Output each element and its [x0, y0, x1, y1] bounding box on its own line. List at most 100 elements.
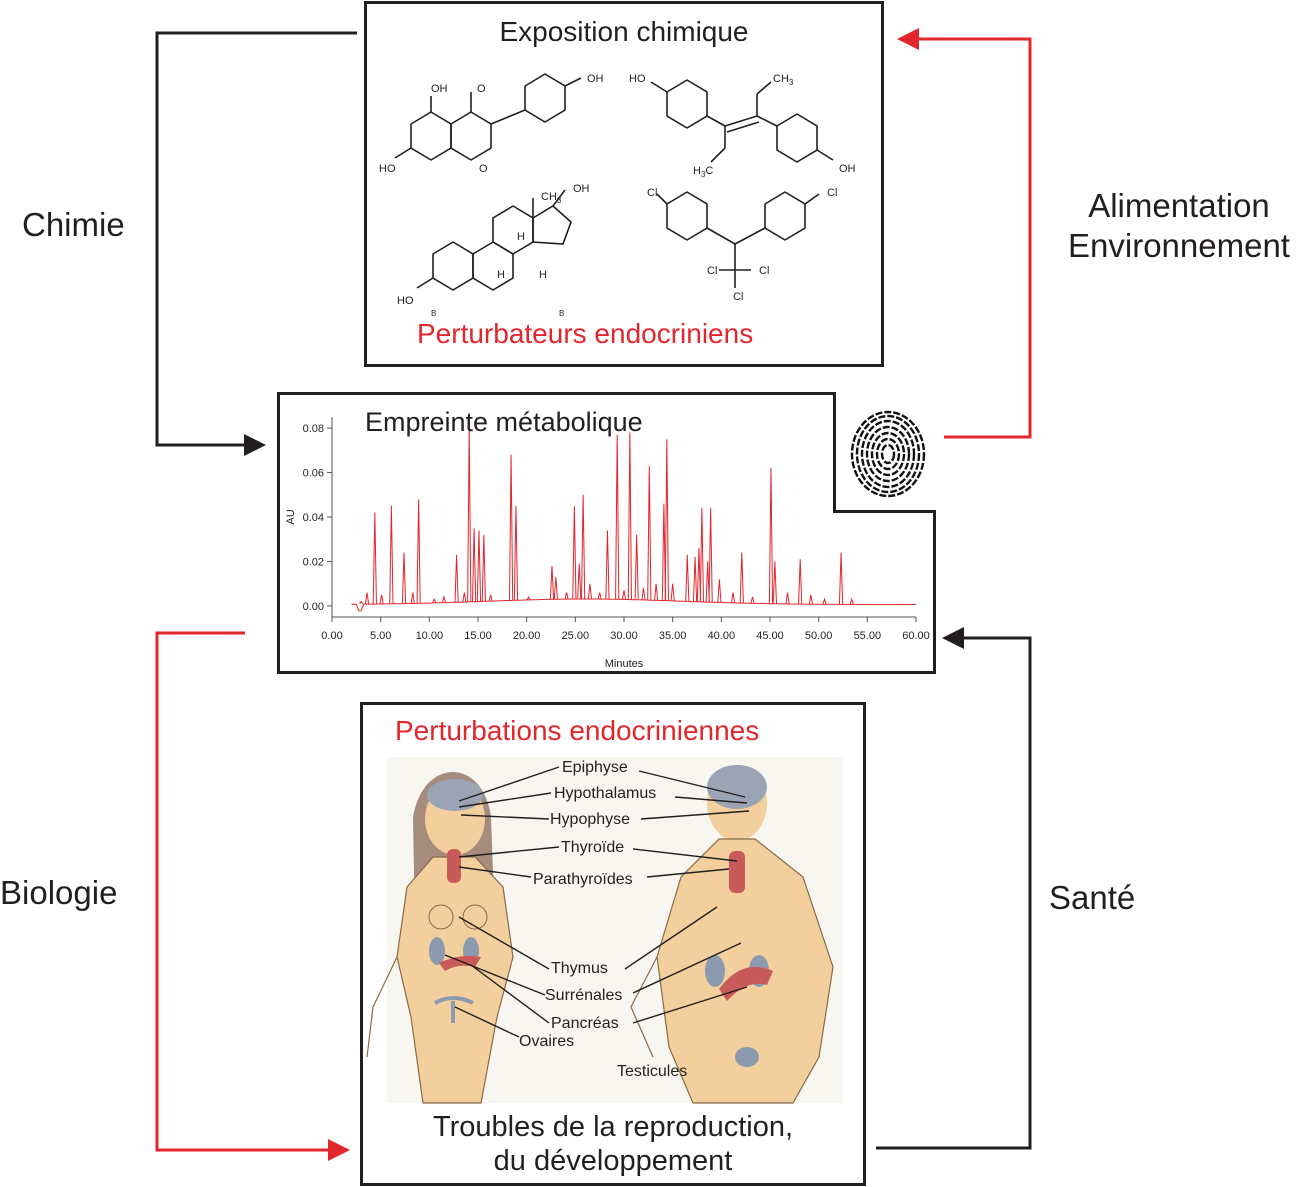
chromatogram-peak [739, 552, 744, 604]
mol4-cl-2: Cl [827, 187, 837, 199]
x-axis-label: Minutes [605, 658, 644, 670]
mol3-b-1: B [431, 309, 436, 318]
chromatogram-peak [696, 548, 702, 602]
organ-label-testicules: Testicules [617, 1063, 687, 1080]
chromatogram-peak [664, 439, 669, 601]
chromatogram-peak [577, 563, 582, 600]
organ-label-pancreas: Pancréas [551, 1015, 619, 1032]
chromatogram-peak [372, 512, 377, 605]
mol1-o: O [477, 83, 486, 95]
chromatogram-peak [750, 596, 755, 604]
chromatogram-peak [564, 592, 569, 600]
chromatogram-peak [462, 592, 467, 603]
x-tick-label: 15.00 [464, 630, 492, 642]
mol3-h-2: H [497, 269, 505, 281]
chromatogram-peak [553, 576, 558, 600]
mol1-ring-o: O [479, 163, 488, 175]
organ-label-thyroide: Thyroïde [561, 839, 624, 856]
chromatogram-peak [481, 534, 486, 602]
chromatogram-peak [699, 508, 704, 602]
mol3-b-2: B [559, 309, 564, 318]
x-tick-label: 5.00 [370, 630, 391, 642]
mol3-ch3: CH3 [541, 191, 562, 205]
x-tick-label: 45.00 [756, 630, 784, 642]
mol4-cl-5: Cl [733, 291, 743, 303]
chromatogram-peak [717, 579, 722, 603]
chromatogram-peak [730, 592, 736, 603]
x-tick-label: 10.00 [416, 630, 444, 642]
mol1-oh-1: OH [431, 83, 448, 95]
x-tick-label: 60.00 [902, 630, 930, 642]
chemical-exposure-title: Exposition chimique [499, 16, 749, 47]
chromatogram-peak [364, 592, 370, 605]
x-tick-label: 25.00 [562, 630, 590, 642]
mol4-cl-3: Cl [707, 265, 717, 277]
chromatogram-peak [389, 505, 394, 604]
mol3-h-3: H [539, 269, 547, 281]
chromatogram-peak [654, 583, 659, 601]
chromatogram-peak [467, 428, 472, 602]
organ-label-hypothalamus: Hypothalamus [554, 785, 656, 802]
chromatogram-peak [708, 508, 713, 603]
label-biologie: Biologie [0, 874, 118, 911]
x-tick-label: 50.00 [805, 630, 833, 642]
metabolic-fingerprint-title: Empreinte métabolique [365, 407, 643, 437]
chromatogram-peak [379, 594, 384, 605]
chimie-arrow [155, 31, 357, 447]
fingerprint-icon [850, 410, 926, 498]
organ-label-epiphyse: Epiphyse [562, 759, 628, 776]
mol2-oh: OH [839, 163, 856, 175]
chromatogram-peak [670, 583, 675, 601]
x-tick-label: 55.00 [854, 630, 882, 642]
mol4-cl-1: Cl [647, 187, 657, 199]
chromatogram-peak [661, 503, 667, 601]
mol3-ho: HO [397, 295, 414, 307]
organ-label-thymus: Thymus [551, 960, 608, 977]
chromatogram-peak [772, 561, 777, 604]
chromatogram-peak [615, 434, 620, 600]
chromatogram-peak [605, 530, 610, 600]
chromatogram-peak [808, 594, 813, 605]
mol2-ho: HO [629, 73, 646, 85]
mol1-oh-2: OH [587, 73, 604, 85]
chromatogram-peak [785, 592, 790, 605]
x-tick-label: 0.00 [321, 630, 342, 642]
mol2-ch3: CH3 [773, 73, 794, 87]
chromatogram-peak [526, 595, 531, 601]
mol2-h3c: H3C [693, 165, 713, 179]
alimentation-arrow [918, 37, 1032, 439]
molecule-diethylstilbestrol [650, 79, 834, 163]
molecule-ddt [656, 191, 820, 288]
fingerprint-panel [833, 392, 936, 513]
man-figure [630, 765, 834, 1104]
label-environnement: Environnement [1068, 227, 1290, 264]
chromatogram-peak [849, 597, 854, 605]
chromatogram-peak [587, 583, 593, 600]
chromatogram-peak [647, 465, 652, 601]
anatomy-illustration: Epiphyse Hypothalamus Hypophyse Thyroïde… [366, 757, 843, 1104]
y-tick-label: 0.06 [303, 468, 324, 480]
chromatogram-peak [768, 468, 774, 604]
organ-label-hypophyse: Hypophyse [550, 811, 630, 828]
chromatogram-peak [454, 554, 459, 603]
chromatogram-peak [508, 454, 514, 601]
chromatogram-peak [798, 559, 803, 605]
y-tick-label: 0.04 [303, 512, 324, 524]
reproduction-caption: Troubles de la reproduction, du développ… [363, 1110, 863, 1178]
y-tick-label: 0.02 [303, 556, 324, 568]
chromatogram-peak [549, 565, 555, 600]
chromatogram-peak [432, 597, 437, 604]
label-alimentation: Alimentation [1088, 187, 1270, 224]
organ-label-parathyroides: Parathyroïdes [533, 871, 633, 888]
label-sante: Santé [1049, 879, 1136, 916]
label-alimentation-environnement: Alimentation Environnement [1060, 186, 1298, 266]
y-axis-label: AU [285, 509, 297, 524]
chromatogram-peak [410, 592, 415, 604]
chromatogram-peak [634, 534, 639, 600]
organ-label-ovaires: Ovaires [519, 1033, 574, 1050]
endocrine-disruptions-title: Perturbations endocriniennes [395, 715, 760, 746]
organ-label-surrenales: Surrénales [545, 987, 622, 1004]
